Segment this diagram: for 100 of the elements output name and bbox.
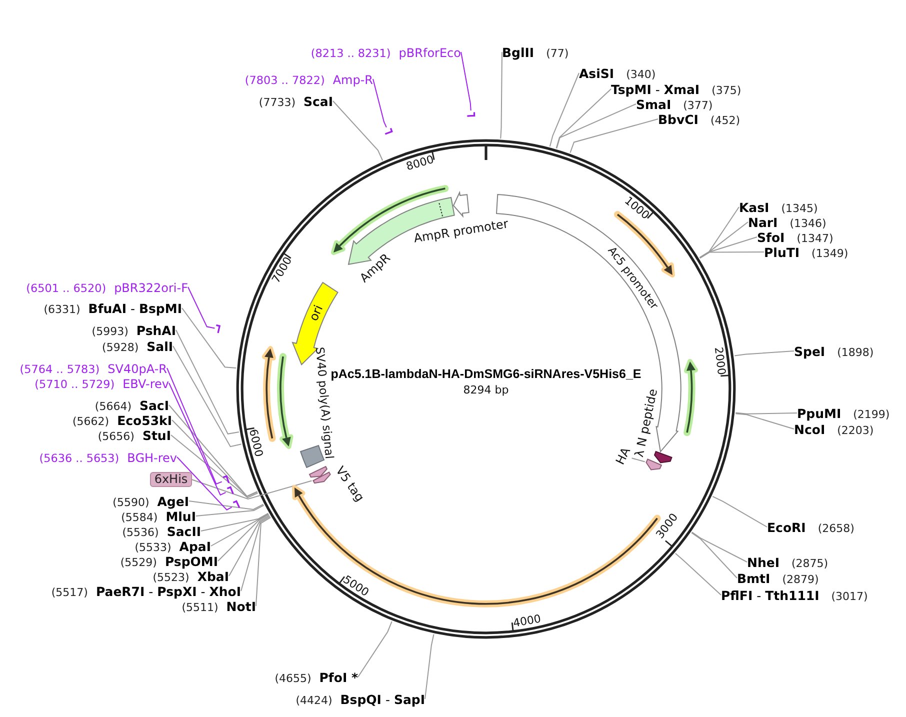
site-position: (340) [626,68,656,81]
leader-line [172,420,258,498]
primer-mark [232,500,240,510]
leader-line [176,456,232,510]
leader-line [255,516,272,606]
site-position: (2199) [853,408,890,421]
scale-label: 4000 [512,614,542,630]
leader-line [358,620,392,678]
site-position: (5533) [134,541,172,554]
primer-position: (7803 .. 7822) [244,74,325,87]
site-position: (375) [712,84,742,97]
enzyme-name: PfoI * [319,670,358,685]
enzyme-name: BfuAI - BspMI [88,301,182,316]
site-position: (5511) [182,601,218,614]
primer-mark [214,324,221,334]
orf-indicator [261,344,278,442]
leader-line [166,368,222,485]
plasmid-name: pAc5.1B-lambdaN-HA-DmSMG6-siRNAres-V5His6_E [330,366,642,381]
site-position: (7733) [258,96,296,109]
enzyme-name: Eco53kI [117,413,172,428]
site-position: (1346) [790,217,826,230]
site-position: (2879) [782,573,819,586]
leader-line [332,100,384,161]
site-position: (5590) [112,496,150,509]
leader-line [734,350,794,356]
leader-line [699,222,748,258]
leader-line [188,286,216,329]
primer-mark [222,475,230,485]
enzyme-name: EcoRI [767,520,806,535]
primer-position: (8213 .. 8231) [310,47,391,60]
leader-line [631,458,646,462]
site-position: (5523) [152,571,190,584]
enzyme-name: SacI [139,398,169,413]
leader-line [691,532,738,578]
primer-name: Amp-R [332,73,373,87]
leader-line [168,382,226,496]
leader-line [460,52,472,112]
enzyme-name: KasI [739,200,770,215]
site-position: (5536) [122,526,159,539]
enzyme-name: PpuMI [797,406,842,421]
primer-position: (5710 .. 5729) [34,378,115,391]
leader-line [699,252,764,259]
site-position: (1898) [837,346,874,359]
leader-line [168,404,258,497]
site-position: (5662) [72,415,110,428]
leader-line [712,496,768,528]
enzyme-name: PshAI [136,323,176,338]
site-position: (2203) [837,424,874,437]
leader-line [500,52,502,140]
enzyme-name: PflFI - Tth111I [721,588,820,603]
leader-line [188,500,264,510]
primer-mark [384,127,393,136]
site-position: (3017) [831,590,868,603]
leader-line [200,512,269,532]
leader-line [570,118,658,154]
leader-line [735,412,798,414]
enzyme-name: AgeI [157,494,189,509]
enzyme-name: SfoI [757,230,785,245]
feature-label: V5 tag [334,464,366,504]
site-position: (1349) [812,247,848,260]
feature-label: HA [613,445,632,466]
enzyme-name: AsiSI [579,66,614,81]
primer-mark [226,486,234,496]
enzyme-name: PspOMI [164,554,218,569]
site-position: (4424) [296,694,332,707]
site-position: (1345) [781,202,818,215]
leader-line [228,514,270,576]
leader-line [175,330,240,434]
tag-feature [312,471,332,485]
orf-indicator [683,358,700,436]
site-position: (5584) [121,511,158,524]
leader-line [691,532,748,562]
enzyme-name: PluTI [764,245,800,260]
enzyme-name: NheI [747,555,780,570]
leader-line [699,236,758,258]
enzyme-name: BglII [502,45,534,60]
site-position: (5664) [94,400,132,413]
enzyme-name: NarI [748,215,778,230]
enzyme-name: ApaI [179,539,211,554]
enzyme-name: NcoI [794,422,826,437]
site-position: (5517) [51,586,88,599]
orf-indicator [330,184,449,256]
enzyme-name: SpeI [794,344,826,359]
site-position: (377) [683,99,713,112]
primer-position: (5636 .. 5653) [39,452,120,465]
enzyme-name: XbaI [197,569,229,584]
leader-line [170,434,258,498]
tag-feature [644,458,662,471]
primer-mark [466,110,476,117]
enzyme-name: SmaI [636,97,672,112]
site-position: (5529) [120,556,157,569]
primer-position: (5764 .. 5783) [20,363,100,376]
plasmid-size: 8294 bp [463,384,509,396]
leader-line [372,78,387,128]
leader-line [735,413,794,430]
primer-name: pBR322ori-F [114,281,188,295]
scale-label: 8000 [404,153,434,172]
primer-name: EBV-rev [122,377,169,391]
feature-label: ori [307,304,325,323]
enzyme-name: SacII [166,524,201,539]
